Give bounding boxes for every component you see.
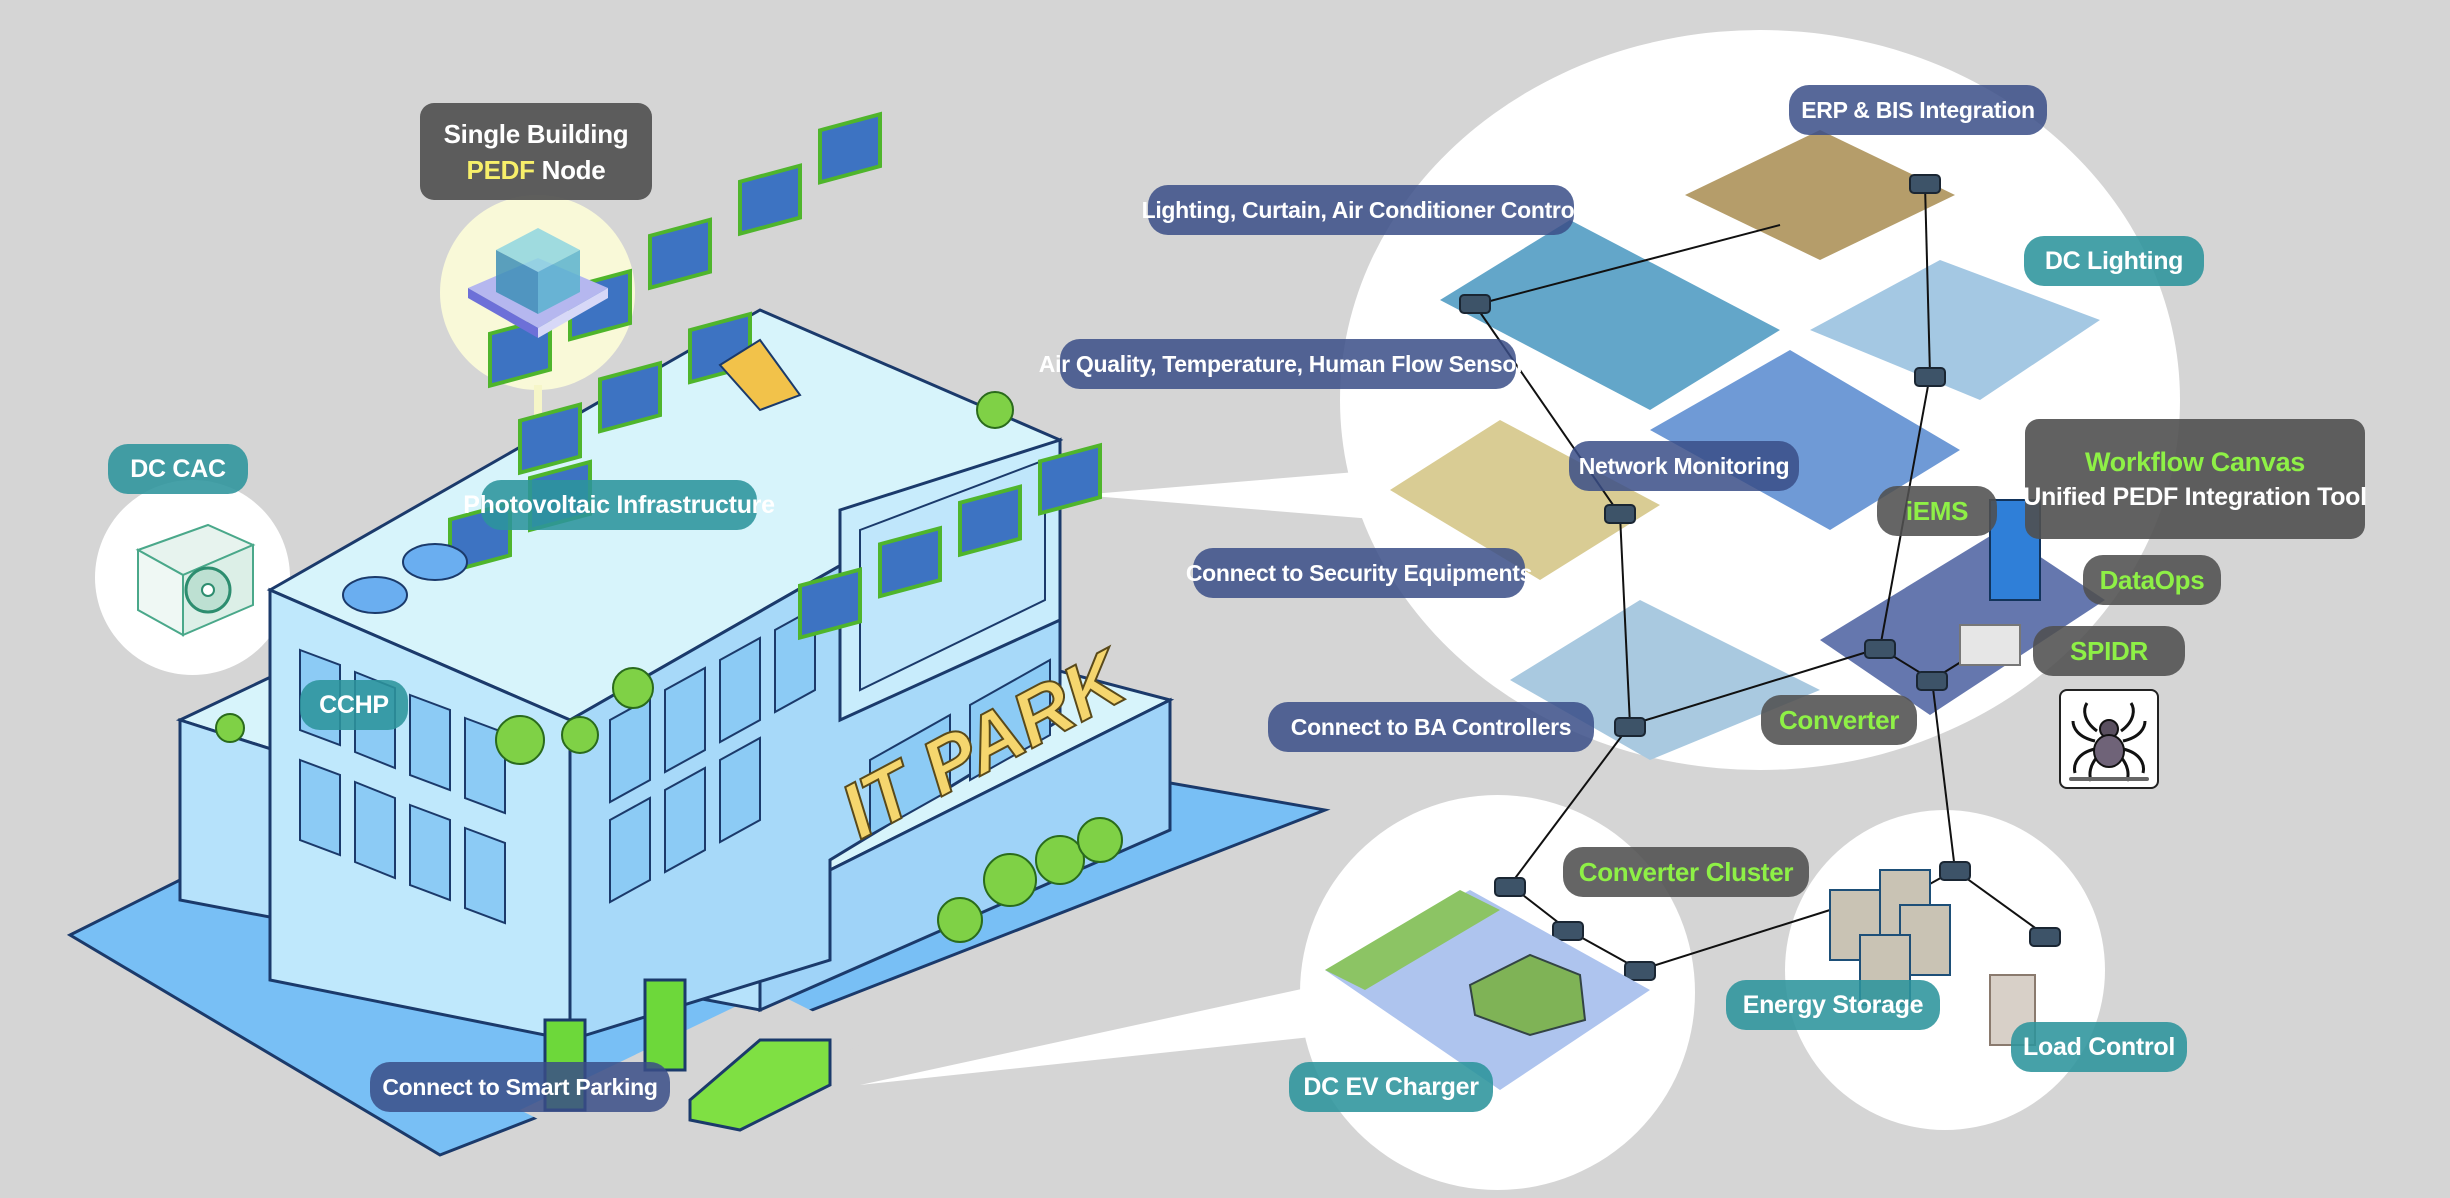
node-label-line2: PEDF Node <box>467 152 606 188</box>
spidr-controller <box>1959 624 2021 666</box>
network-bubble-tail <box>1080 470 1385 520</box>
security-equipments-label: Connect to Security Equipments <box>1186 548 1532 598</box>
converter-cluster-label: Converter Cluster <box>1563 847 1809 897</box>
smart-parking-label: Connect to Smart Parking <box>370 1062 670 1112</box>
spidr-label: SPIDR <box>2033 626 2185 676</box>
ev-charger-2 <box>643 978 687 1072</box>
ev-car <box>1468 953 1587 1037</box>
ba-controllers-label: Connect to BA Controllers <box>1268 702 1594 752</box>
erp-bis-integration-label: ERP & BIS Integration <box>1789 85 2047 135</box>
floor-erp-office <box>1685 130 1955 260</box>
load-control-label: Load Control <box>2011 1022 2187 1072</box>
iems-label: iEMS <box>1877 486 1997 536</box>
router-nodes <box>1459 174 2061 981</box>
workflow-canvas-subtitle: Unified PEDF Integration Tool <box>2023 483 2367 511</box>
pedf-cube-icon <box>468 228 608 338</box>
lighting-curtain-ac-control-label: Lighting, Curtain, Air Conditioner Contr… <box>1142 185 1581 235</box>
pedf-highlight: PEDF <box>466 154 535 185</box>
ev-solar-strip <box>1325 890 1500 990</box>
workflow-canvas-title: Workflow Canvas <box>2084 447 2306 477</box>
energy-storage-label: Energy Storage <box>1726 980 1940 1030</box>
floor-lobby-center <box>1650 350 1960 530</box>
cchp-label: CCHP <box>300 680 408 730</box>
rooftop-fans <box>342 543 468 614</box>
dc-lighting-label: DC Lighting <box>2024 236 2204 286</box>
floor-control-center <box>1820 530 2105 715</box>
parking-lot <box>520 990 870 1160</box>
converter-label: Converter <box>1761 695 1917 745</box>
dc-ev-charger-label: DC EV Charger <box>1289 1062 1493 1112</box>
rooftop-stairs <box>718 338 802 412</box>
node-label-line1: Single Building <box>443 118 629 149</box>
air-quality-sensors-label: Air Quality, Temperature, Human Flow Sen… <box>1039 339 1538 389</box>
spidr-spider-icon <box>2059 689 2159 789</box>
photovoltaic-infrastructure-label: Photovoltaic Infrastructure <box>463 480 775 530</box>
dc-cac-label: DC CAC <box>108 444 248 494</box>
single-building-pedf-node-label: Single Building PEDF Node <box>420 103 652 200</box>
ev-bubble-tail <box>860 985 1330 1085</box>
dataops-label: DataOps <box>2083 555 2221 605</box>
node-label-line2-rest: Node <box>534 154 606 185</box>
floor-dc-lighting <box>1810 260 2100 400</box>
network-monitoring-label: Network Monitoring <box>1569 441 1799 491</box>
air-conditioner-icon <box>128 520 258 640</box>
smart-car <box>688 1038 832 1132</box>
trees <box>215 391 1123 943</box>
floor-sensor-office <box>1390 420 1660 580</box>
workflow-canvas-label: Workflow Canvas Unified PEDF Integration… <box>2023 419 2367 539</box>
floor-meeting-room <box>1440 220 1780 410</box>
